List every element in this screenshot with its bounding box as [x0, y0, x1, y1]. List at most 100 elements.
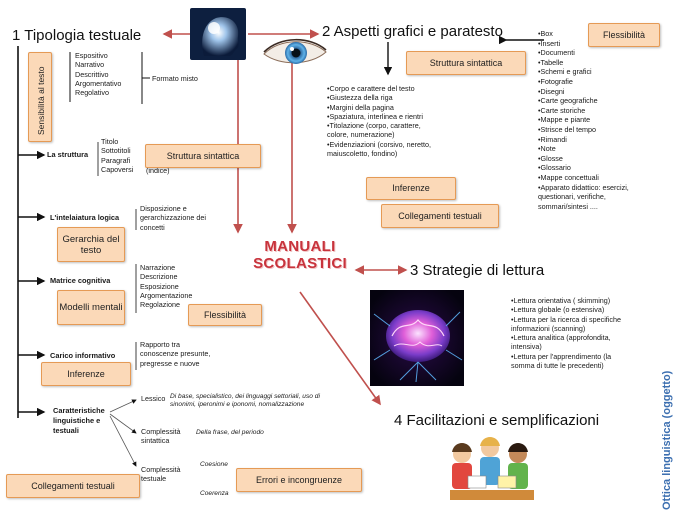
- paratext-item: sommari/sintesi ....: [538, 201, 598, 211]
- paratext-item: •Box: [538, 29, 553, 38]
- intelaiatura-detail: gerarchizzazione dei: [140, 213, 206, 223]
- lessico-text-line: Di base, specialistico, dei linguaggi se…: [170, 393, 320, 400]
- graphic-item: •Margini della pagina: [327, 102, 394, 112]
- paratext-item: •Disegni: [538, 86, 565, 96]
- sensibilita-label: Sensibilità al testo: [36, 66, 46, 135]
- eye-icon: [263, 39, 327, 64]
- graphic-item: •Titolazione (corpo, carattere,: [327, 121, 421, 131]
- struttura-detail: Capoversi: [101, 164, 134, 174]
- complessita-sintattica-line: sintattica: [141, 436, 170, 446]
- section3-title: 3 Strategie di lettura: [410, 262, 545, 279]
- brain-illustration: [370, 290, 464, 386]
- matrice-details: Narrazione Descrizione Esposizione Argom…: [140, 263, 192, 309]
- paratext-item: •Rimandi: [538, 134, 567, 144]
- students-reading-icon: [450, 437, 534, 500]
- lessico-text: Di base, specialistico, dei linguaggi se…: [170, 393, 320, 410]
- graphic-item: •Spaziatura, interlinea e rientri: [327, 111, 424, 121]
- carico-detail: Rapporto tra: [140, 340, 180, 349]
- complessita-testuale-line: Complessità: [141, 465, 181, 474]
- text-type-item: Descrittivo: [75, 69, 109, 79]
- side-label-ottica: Ottica linguistica (oggetto): [661, 370, 673, 510]
- matrice-detail: Narrazione: [140, 263, 176, 272]
- box-flessibilita-right: Flessibilità: [588, 23, 660, 47]
- reading-strategy-item: •Lettura per l'apprendimento (la: [511, 351, 612, 361]
- struttura-detail: Sottotitoli: [101, 146, 131, 156]
- lessico-label: Lessico: [141, 394, 166, 403]
- center-title-line2: SCOLASTICI: [253, 255, 347, 272]
- paratext-items-list: •Box •Inserti •Documenti •Tabelle •Schem…: [538, 29, 629, 211]
- head-brain-illustration: [190, 8, 246, 60]
- struttura-details: Titolo Sottotitoli Paragrafi Capoversi: [101, 137, 133, 174]
- paratext-item: •Mappe concettuali: [538, 172, 599, 182]
- row-label-carico: Carico informativo: [50, 351, 116, 360]
- box-struttura-sintattica-left: Struttura sintattica: [145, 144, 261, 168]
- carico-detail: conoscenze presunte,: [140, 349, 211, 359]
- graphic-item: •Giustezza della riga: [327, 93, 393, 103]
- paratext-item: •Note: [538, 144, 556, 154]
- row-label-caratteristiche: Caratteristiche linguistiche e testuali: [53, 406, 105, 435]
- paratext-item: •Mappe e piante: [538, 115, 591, 125]
- reading-strategy-item: •Lettura globale (o estensiva): [511, 305, 605, 315]
- graphic-item: •Corpo e carattere del testo: [327, 84, 415, 93]
- box-modelli-mentali: Modelli mentali: [57, 290, 125, 325]
- reading-strategy-item: •Lettura orientativa ( skimming): [511, 296, 611, 305]
- box-collegamenti-right: Collegamenti testuali: [381, 204, 499, 228]
- graphic-item: maiuscoletto, fondino): [327, 149, 398, 159]
- paratext-item: •Carte storiche: [538, 105, 586, 115]
- coesione-text: Coesione: [200, 461, 228, 468]
- struttura-extra: (indice): [146, 166, 170, 175]
- text-types-list: Espositivo Narrativo Descrittivo Argomen…: [75, 51, 121, 97]
- center-title-line1: MANUALI: [264, 238, 336, 255]
- sintattica-text: Della frase, del periodo: [196, 429, 264, 436]
- paratext-item: •Schemi e grafici: [538, 67, 592, 77]
- box-struttura-sintattica-right: Struttura sintattica: [406, 51, 526, 75]
- box-collegamenti-left: Collegamenti testuali: [6, 474, 140, 498]
- matrice-detail: Regolazione: [140, 300, 180, 310]
- graphic-item: •Evidenziazioni (corsivo, neretto,: [327, 139, 431, 149]
- row-label-struttura: La struttura: [47, 150, 89, 159]
- paratext-item: •Inserti: [538, 38, 561, 48]
- row-label-intelaiatura: L'intelaiatura logica: [50, 213, 120, 222]
- reading-strategies-list: •Lettura orientativa ( skimming) •Lettur…: [511, 296, 621, 370]
- box-errori: Errori e incongruenze: [236, 468, 362, 492]
- text-type-item: Regolativo: [75, 88, 109, 98]
- head-brain-icon: [190, 8, 246, 60]
- reading-strategy-item: •Lettura per la ricerca di specifiche: [511, 314, 621, 324]
- complessita-sintattica-line: Complessità: [141, 427, 181, 436]
- paratext-item: •Fotografie: [538, 76, 573, 86]
- section4-title: 4 Facilitazioni e semplificazioni: [394, 412, 600, 429]
- complessita-testuale-line: testuale: [141, 474, 167, 484]
- students-reading-illustration: [442, 432, 538, 511]
- struttura-detail: Paragrafi: [101, 155, 131, 165]
- graphic-item: colore, numerazione): [327, 130, 395, 140]
- paratext-item: •Documenti: [538, 48, 575, 58]
- carico-details: Rapporto tra conoscenze presunte, pregre…: [140, 340, 210, 368]
- complessita-testuale-label: Complessità testuale: [141, 465, 181, 484]
- reading-strategy-item: informazioni (scanning): [511, 323, 586, 333]
- coerenza-text: Coerenza: [200, 490, 229, 497]
- struttura-detail: Titolo: [101, 137, 119, 146]
- intelaiatura-details: Disposizione e gerarchizzazione dei conc…: [140, 204, 206, 232]
- box-gerarchia: Gerarchia del testo: [57, 227, 125, 262]
- section1-title: 1 Tipologia testuale: [12, 27, 142, 44]
- box-inferenze-right: Inferenze: [366, 177, 456, 200]
- paratext-item: •Apparato didattico: esercizi,: [538, 182, 629, 192]
- paratext-item: •Carte geografiche: [538, 96, 598, 106]
- matrice-detail: Descrizione: [140, 272, 178, 282]
- row-label-matrice: Matrice cognitiva: [50, 276, 111, 285]
- paratext-item: questionari, verifiche,: [538, 192, 606, 202]
- box-flessibilita-left: Flessibilità: [188, 304, 262, 326]
- text-type-item: Narrativo: [75, 60, 105, 70]
- carico-detail: pregresse e nuove: [140, 358, 200, 368]
- matrice-detail: Argomentazione: [140, 290, 193, 300]
- box-modelli-mentali-label: Modelli mentali: [59, 302, 123, 313]
- reading-strategy-item: •Lettura analitica (approfondita,: [511, 333, 611, 343]
- intelaiatura-detail: Disposizione e: [140, 204, 187, 213]
- reading-strategy-item: intensiva): [511, 342, 542, 352]
- center-title: MANUALI SCOLASTICI: [244, 238, 356, 272]
- glowing-brain-icon: [370, 290, 464, 386]
- text-type-item: Espositivo: [75, 51, 108, 60]
- mixed-format-label: Formato misto: [152, 74, 198, 83]
- text-type-item: Argomentativo: [75, 78, 122, 88]
- box-gerarchia-label: Gerarchia del testo: [62, 233, 120, 256]
